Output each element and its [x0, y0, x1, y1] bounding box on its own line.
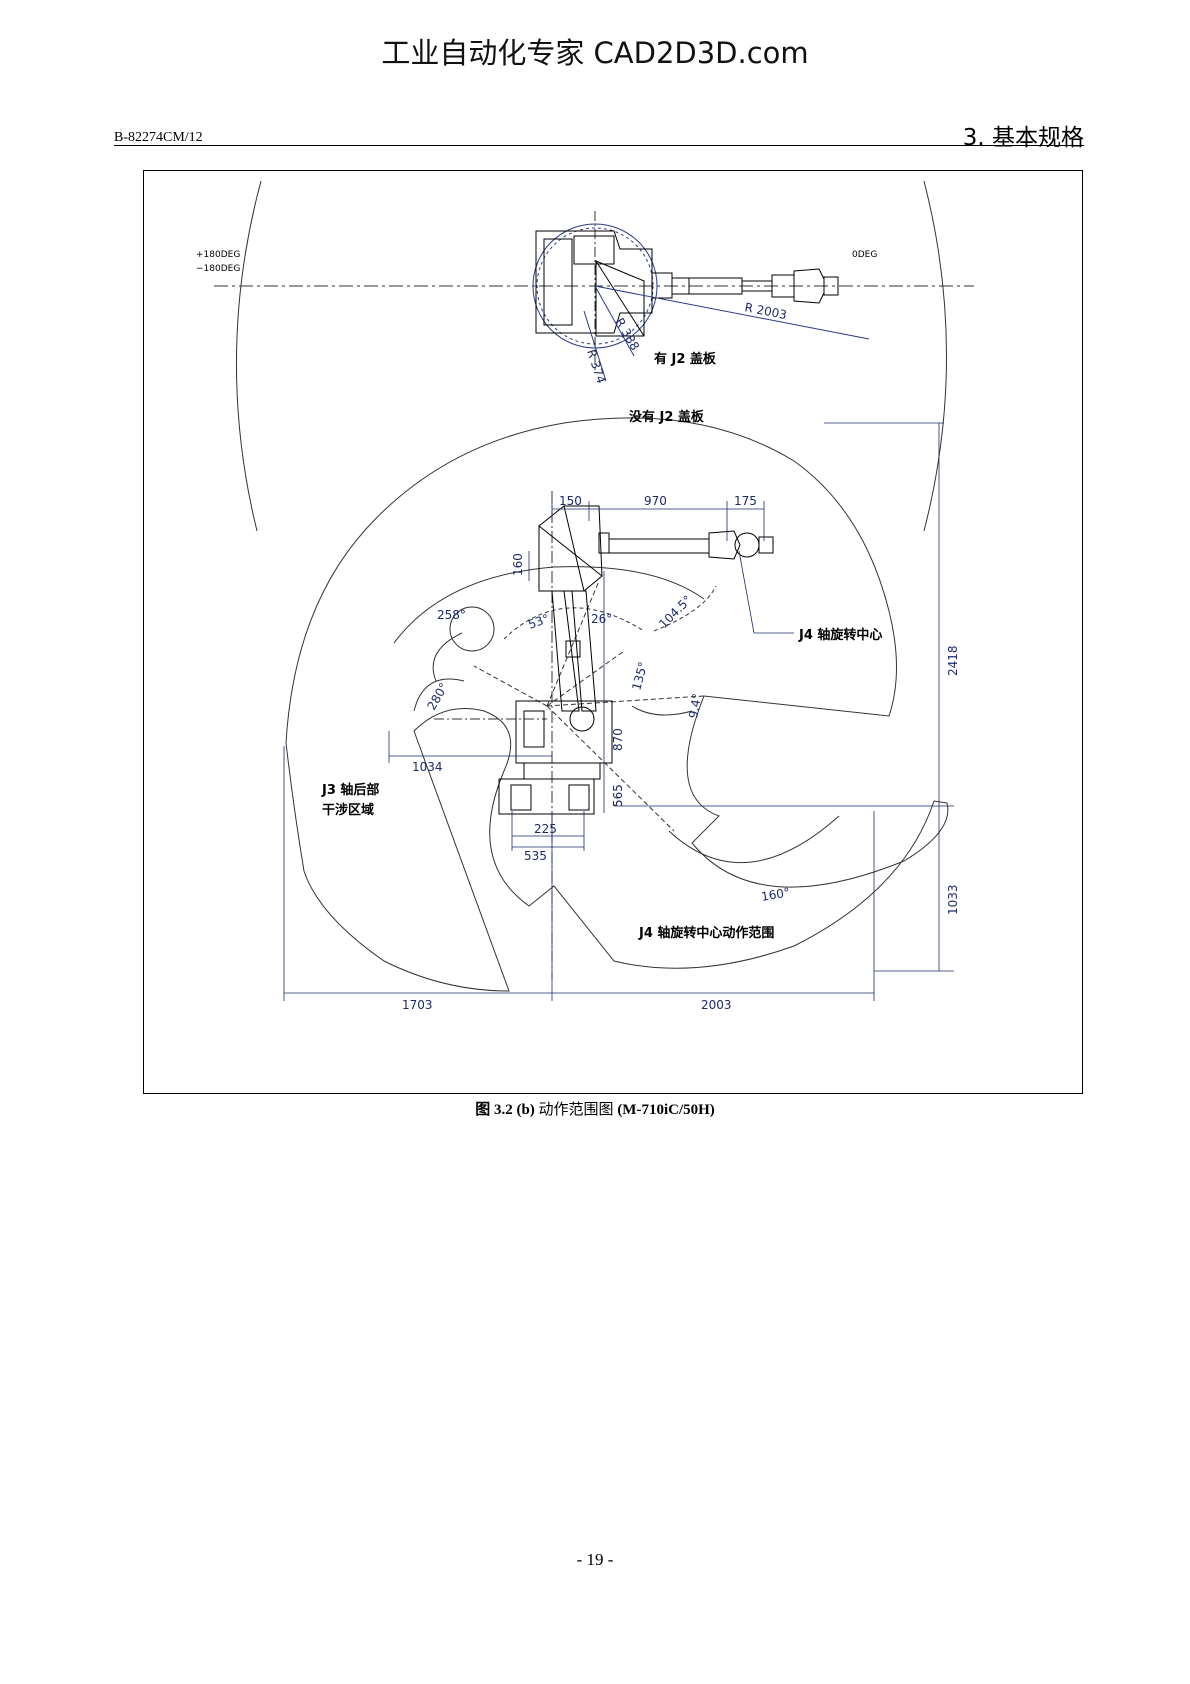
r374-line [583, 310, 607, 382]
top-base [535, 230, 653, 334]
arc-160 [668, 815, 840, 864]
dim-2418: 2418 [946, 645, 960, 676]
side-j2-base [515, 700, 613, 764]
side-forearm [608, 538, 710, 554]
label-r374: R 374 [584, 348, 608, 386]
angle-135: 135° [629, 660, 650, 692]
dim-150: 150 [559, 494, 582, 508]
figure-caption: 图 3.2 (b) 动作范围图 (M-710iC/50H) [0, 1098, 1190, 1119]
dim-225: 225 [534, 822, 557, 836]
j2-cover-circle [532, 223, 658, 349]
label-plus-180deg: +180DEG [196, 250, 240, 260]
top-right-arc [923, 180, 947, 532]
dim-160: 160 [511, 553, 525, 576]
arc-104 [653, 585, 717, 632]
angle-258: 258° [437, 608, 466, 622]
rear-curve [432, 632, 463, 682]
no-cover-circle [536, 227, 654, 345]
angle-53: 53° [526, 611, 551, 631]
label-r388: R 388 [612, 316, 642, 353]
top-left-arc [235, 180, 262, 532]
label-j3-interference-2: 干涉区域 [322, 802, 374, 818]
j4-motion-envelope [285, 417, 949, 992]
inner-arc-b [503, 607, 645, 640]
r2003-line [594, 285, 870, 340]
dim-1033: 1033 [946, 884, 960, 915]
dim-175: 175 [734, 494, 757, 508]
caption-label: 图 3.2 (b) [475, 1102, 535, 1118]
label-with-j2-cover: 有 J2 盖板 [654, 351, 717, 367]
r388-line [594, 285, 635, 357]
label-j4-range: J4 轴旋转中心动作范围 [638, 925, 774, 941]
watermark: 工业自动化专家 CAD2D3D.com [381, 36, 809, 70]
doc-code: B-82274CM/12 [114, 130, 203, 145]
angle-160: 160° [760, 885, 791, 904]
figure-frame: +180DEG −180DEG 0DEG R 2003 R 388 R 374 … [143, 170, 1083, 1094]
label-j4-center: J4 轴旋转中心 [798, 627, 882, 643]
arc-94 [631, 705, 693, 716]
inner-arc-a [393, 566, 705, 644]
motion-range-drawing: +180DEG −180DEG 0DEG R 2003 R 388 R 374 … [196, 180, 974, 1012]
dim-565: 565 [611, 784, 625, 807]
dim-870: 870 [611, 728, 625, 751]
page-number: - 19 - [576, 1550, 614, 1569]
angle-26: 26° [591, 612, 612, 626]
label-0deg: 0DEG [852, 250, 877, 260]
side-base [498, 778, 595, 815]
side-j3-casing [538, 505, 603, 592]
header-rule [114, 145, 1084, 146]
dim-970: 970 [644, 494, 667, 508]
caption-model: (M-710iC/50H) [617, 1102, 715, 1118]
section-title: 3. 基本规格 [962, 125, 1084, 151]
inner-arc-c [413, 678, 465, 712]
label-minus-180deg: −180DEG [196, 264, 240, 274]
label-j3-interference-1: J3 轴后部 [321, 782, 379, 798]
j3-rear-circle [449, 606, 495, 652]
dim-1034: 1034 [412, 760, 443, 774]
angle-9-4: 9.4° [686, 692, 704, 719]
dim-1703: 1703 [402, 998, 433, 1012]
angle-104-5: 104.5° [656, 593, 694, 631]
dim-2003: 2003 [701, 998, 732, 1012]
side-wrist [734, 532, 760, 558]
caption-title: 动作范围图 [538, 1100, 614, 1118]
side-j2-arm [551, 590, 580, 712]
dim-535: 535 [524, 849, 547, 863]
label-without-j2-cover: 没有 J2 盖板 [629, 409, 705, 425]
